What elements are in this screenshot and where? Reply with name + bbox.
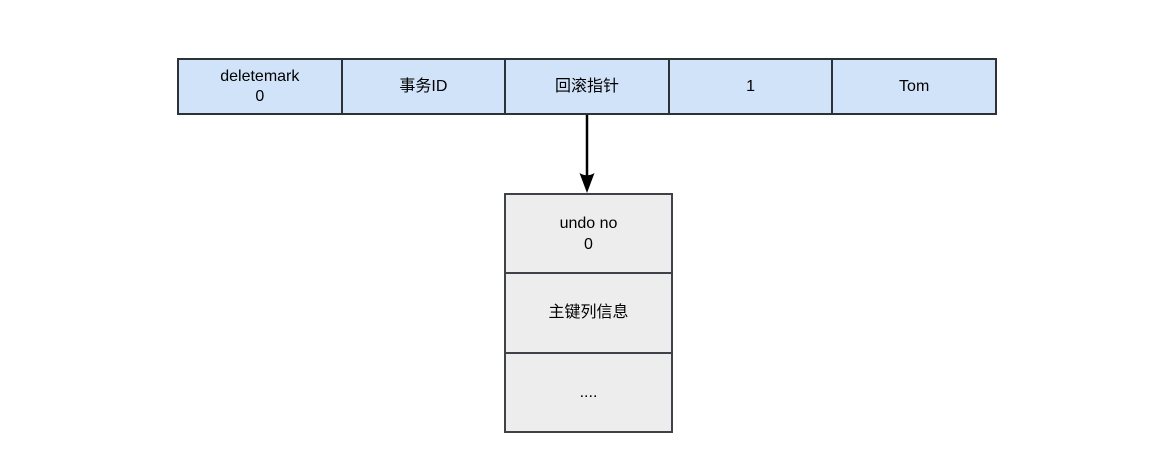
- undo-log-stack: undo no 0 主键列信息 ....: [504, 193, 673, 433]
- undo-cell-ellipsis: ....: [506, 351, 671, 431]
- record-cell-id-value: 1: [667, 60, 832, 113]
- record-cell-name-value: Tom: [831, 60, 995, 113]
- cell-text-line1: 事务ID: [399, 77, 448, 95]
- undo-cell-undo-no: undo no 0: [506, 195, 671, 273]
- cell-text-line1: ....: [579, 383, 598, 401]
- record-row: deletemark 0 事务ID 回滚指针 1 Tom: [177, 58, 997, 115]
- record-cell-deletemark: deletemark 0: [179, 60, 341, 113]
- cell-text-line1: undo no: [559, 214, 618, 232]
- cell-text-line2: 0: [584, 235, 593, 253]
- cell-text-line1: Tom: [899, 77, 930, 95]
- undo-cell-primary-key-info: 主键列信息: [506, 272, 671, 352]
- cell-text-line1: 回滚指针: [554, 77, 619, 95]
- record-cell-transaction-id: 事务ID: [340, 60, 505, 113]
- cell-text-line1: 主键列信息: [548, 304, 629, 322]
- cell-text-line2: 0: [255, 87, 265, 105]
- cell-text-line1: deletemark: [220, 67, 300, 85]
- arrow-down-icon: [579, 115, 595, 193]
- record-cell-rollback-pointer: 回滚指针: [504, 60, 668, 113]
- cell-text-line1: 1: [746, 77, 756, 95]
